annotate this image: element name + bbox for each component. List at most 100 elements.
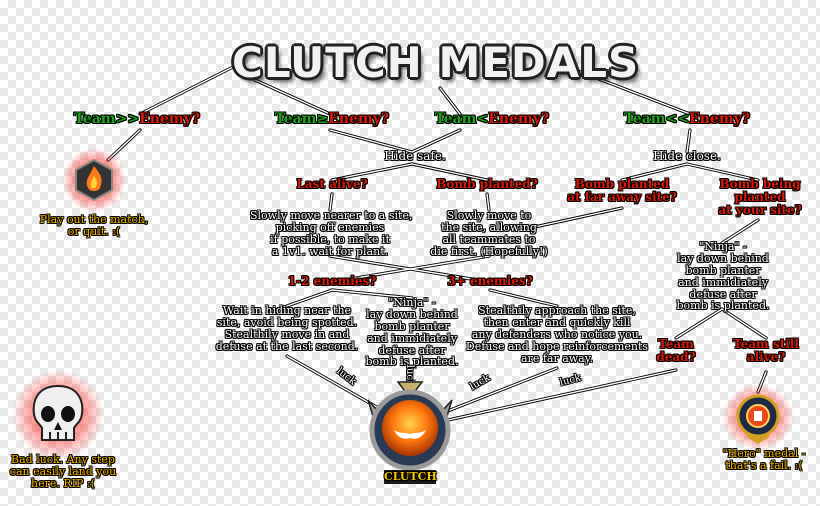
line: if possible, to make it [270,232,390,246]
line: Bomb planted [574,177,670,191]
connector-line [564,65,691,115]
node-stealth-approach: Stealthily approach the site, then enter… [462,305,652,364]
condition-enemy-label: Enemy? [689,111,750,127]
line: that's a fail. :( [725,458,803,472]
condition-op: < [476,111,489,127]
condition-op: >> [115,111,140,127]
condition-team-label: Team [434,111,477,127]
condition-team-label: Team [624,111,666,127]
connector-line [254,79,331,115]
node-ninja-center: "Ninja" - lay down behind bomb planter a… [362,297,462,368]
line: lay down behind [677,251,769,265]
line: "Ninja" - [699,240,747,253]
condition-op: ≥ [316,111,329,127]
node-enemies-3-plus: 3+ enemies? [447,274,533,288]
line: Wait in hiding near the [222,304,352,317]
line: Slowly move to [446,209,532,222]
line: Bomb being [719,177,801,191]
condition-enemy-label: Enemy? [488,111,550,127]
condition-enemy-label: Enemy? [328,111,390,127]
line: die first. (Hopefully!) [430,244,548,258]
connector-line [721,308,767,339]
line: the site, allowing [441,220,537,234]
line: at far away site? [567,189,677,204]
connector-line [411,163,488,181]
line: dead? [656,349,696,364]
line: Defuse and hope reinforcements [465,339,649,353]
outcome-bad-luck: Bad luck. Any step can easily land you h… [4,454,122,490]
line: can easily land you [9,464,117,478]
node-slowly-move-nearer: Slowly move nearer to a site, picking of… [250,209,413,258]
line: defuse at the last second. [215,339,359,353]
node-enemies-1-2: 1-2 enemies? [287,274,377,288]
condition-op: << [665,111,690,127]
line: planted [734,189,786,204]
connector-line [286,289,333,307]
line: bomb is planted. [365,355,459,369]
node-bomb-far-site: Bomb planted at far away site? [562,178,682,204]
condition-team-label: Team [274,111,317,127]
line: and immidiately [678,275,768,289]
line: are far away. [521,351,593,365]
node-last-alive: Last alive? [296,177,368,191]
line: site, avoid being spotted. [216,315,358,329]
connector-line [439,87,461,115]
line: bomb planter [374,319,450,333]
node-wait-in-hiding: Wait in hiding near the site, avoid bein… [212,305,362,353]
connector-line [447,369,677,421]
line: Slowly move nearer to a site, [250,209,413,222]
connector-line [621,163,688,181]
clutch-medal-icon: CLUTCH [358,378,462,488]
line: at your site? [718,202,802,217]
connector-line [721,219,759,244]
outcome-hero-medal: "Hero" medal - that's a fail. :( [712,448,816,472]
condition-enemy-label: Enemy? [139,111,200,127]
line: lay down behind [366,307,458,321]
connector-line [675,308,723,339]
line: Team [658,337,694,351]
line: and immidiately [367,331,457,345]
outcome-play-out: Play out the match, or quit. :( [32,214,156,238]
line: picking off enemies [275,220,385,234]
connector-line [139,65,236,115]
connector-line [489,289,558,307]
node-bomb-your-site: Bomb being planted at your site? [712,178,808,217]
node-ninja-right: "Ninja" - lay down behind bomb planter a… [668,241,778,312]
line: all teammates to [442,232,536,246]
connector-line [686,163,759,181]
connector-line [331,163,413,181]
line: "Ninja" - [388,296,436,309]
node-hide-safe: Hide safe. [384,149,446,163]
line: any defenders who notice you. [471,327,643,341]
connector-line [329,193,333,211]
connector-line [686,129,691,153]
line: Stealthily approach the site, [478,304,636,317]
line: Bad luck. Any step [11,453,115,466]
connector-line [329,129,413,153]
hero-medal-icon [722,384,794,450]
node-team-still-alive: Team still alive? [726,338,806,364]
node-hide-close: Hide close. [653,149,721,163]
connector-line [331,255,490,283]
connector-line [429,367,558,419]
node-bomb-planted: Bomb planted? [436,177,538,191]
line: Stealthily move in and [224,327,350,341]
connector-line [411,129,461,153]
connector-line [331,289,413,299]
line: alive? [746,349,786,364]
skull-icon [12,370,104,460]
line: a 1v1. wait for plant. [271,244,389,258]
line: here. RIP :( [31,476,95,490]
condition-team-greater-equal: Team≥Enemy? [262,111,402,127]
diagram-title: CLUTCH MEDALS [232,38,640,87]
condition-team-label: Team [74,111,116,127]
line: or quit. :( [67,224,121,238]
line: then enter and quickly kill [483,315,631,329]
flame-medal-icon [62,148,126,212]
connector-line [529,207,623,229]
node-slowly-move-to: Slowly move to the site, allowing all te… [424,210,554,258]
line: "Hero" medal - [722,447,806,460]
clutch-label: CLUTCH [384,470,437,483]
node-team-dead: Team dead? [646,338,706,364]
